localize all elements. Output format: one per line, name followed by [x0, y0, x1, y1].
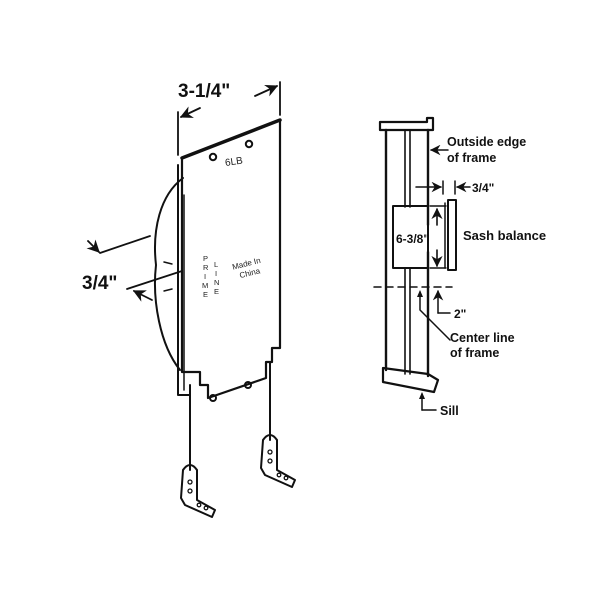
svg-text:E: E	[203, 290, 208, 299]
sash-balance-plate	[447, 199, 457, 271]
callout-outside-edge: Outside edge	[447, 135, 526, 149]
dimension-depth-label: 3/4"	[82, 273, 117, 294]
svg-text:P: P	[203, 254, 208, 263]
callout-center-line-2: of frame	[450, 346, 499, 360]
svg-text:M: M	[202, 281, 208, 290]
frame-section-view: 6-3/8" 3/4" Outside edge of frame Sash b…	[373, 116, 546, 418]
screw-hole-icon	[208, 152, 218, 162]
frame-head	[378, 116, 435, 132]
spring-housing-outline	[154, 177, 184, 371]
callout-sash-balance: Sash balance	[463, 228, 546, 243]
brand-text: P R I M E L I N E	[202, 254, 219, 299]
balance-box	[392, 205, 429, 269]
dimension-centerline-label: 2"	[454, 307, 466, 321]
center-line-leader	[419, 291, 451, 341]
svg-text:E: E	[214, 287, 219, 296]
screw-hole-icon	[209, 394, 217, 402]
svg-text:N: N	[214, 278, 219, 287]
svg-text:I: I	[204, 272, 206, 281]
svg-text:I: I	[215, 269, 217, 278]
dimension-width-label: 3-1/4"	[178, 81, 230, 102]
shoe-bracket-icon	[260, 434, 296, 488]
plate-marking: 6LB	[224, 156, 243, 169]
callout-center-line: Center line	[450, 331, 515, 345]
plate-edge-strip	[177, 164, 191, 396]
callout-outside-edge-2: of frame	[447, 151, 496, 165]
callout-sill: Sill	[440, 404, 459, 418]
origin-text: Made In China	[231, 256, 261, 280]
svg-text:R: R	[203, 263, 209, 272]
plate-outline	[180, 118, 282, 400]
screw-hole-icon	[244, 139, 254, 149]
dimension-offset-label: 3/4"	[472, 181, 494, 195]
dimension-height-label: 6-3/8"	[396, 232, 429, 246]
balance-plate-view: 6LB P R I M E L I N E Made In China	[82, 81, 296, 518]
sill	[381, 366, 440, 394]
shoe-bracket-icon	[180, 464, 216, 518]
svg-text:L: L	[214, 260, 218, 269]
screw-hole-icon	[244, 381, 252, 389]
